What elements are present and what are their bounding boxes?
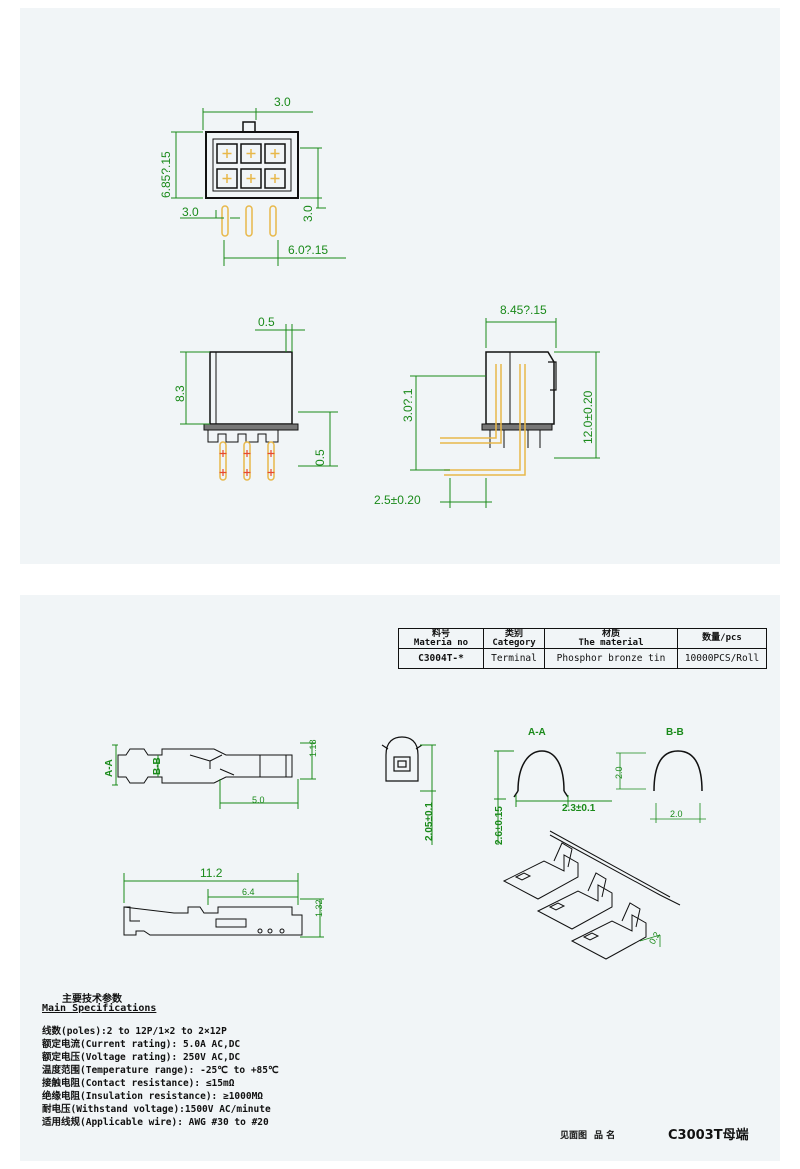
terminal-drawing-panel: A-A B-B 1.18 5.0 2.05±0.1 A-A 2.6±0.15 2… [20,595,780,1161]
side-view [203,351,299,481]
cell-category: Terminal [483,648,545,669]
dim-1-32: 1.32 [314,899,324,917]
housing-drawing-panel: 3.0 6.85?.15 3.0 3.0 6.0?.15 0.5 [20,8,780,564]
dim-side-pin: 0.5 [313,449,327,466]
side-label-a: A-A [104,759,115,777]
dim-6-4: 6.4 [242,887,255,897]
section-bb-dims [616,752,706,823]
housing-drawing: 3.0 6.85?.15 3.0 3.0 6.0?.15 0.5 [159,95,600,508]
dim-right-height: 12.0±0.20 [581,390,595,444]
section-aa-label: A-A [528,727,546,738]
spec-line: 耐电压(Withstand voltage):1500V AC/minute [42,1104,271,1115]
specs-title-cn: 主要技术参数 [62,994,122,1005]
side-view-dimensions [180,324,338,467]
section-aa [513,750,569,798]
terminal-end-view [381,736,423,782]
section-bb [653,750,703,792]
dim-front-left-pitch: 3.0 [182,205,199,219]
dim-2-3: 2.3±0.1 [562,803,596,814]
dim-right-pitch: 2.5±0.20 [374,493,421,507]
dim-1-18: 1.18 [308,739,318,757]
dim-side-height: 8.3 [173,385,187,402]
dim-side-top: 0.5 [258,315,275,329]
footer-product: C3003T母端 [668,1128,749,1143]
cell-material-no: C3004T-* [398,648,484,669]
material-table-row: C3004T-* Terminal Phosphor bronze tin 10… [398,648,767,669]
dim-front-width: 3.0 [274,95,291,109]
footer-brand: 见面图 [560,1131,588,1141]
dim-front-bottom-span: 6.0?.15 [288,243,328,257]
header-quantity: 数量/pcs [677,628,767,649]
dim-front-right-pitch: 3.0 [301,205,315,222]
cell-quantity: 10000PCS/Roll [677,648,767,669]
spec-line: 绝缘电阻(Insulation resistance): ≥1000MΩ [42,1091,264,1102]
dim-2-0-b: 2.0 [670,809,683,819]
spec-line: 接触电阻(Contact resistance): ≤15mΩ [42,1078,235,1089]
dim-2-0-a: 2.0 [614,766,624,779]
dim-2-05: 2.05±0.1 [424,802,435,841]
terminal-flat-dims [123,873,324,938]
terminal-side-view [117,748,293,784]
right-view [440,351,557,476]
dim-front-height: 6.85?.15 [159,151,173,198]
spec-line: 额定电流(Current rating): 5.0A AC,DC [42,1039,241,1050]
specs-title-en: Main Specifications [42,1003,157,1014]
dim-11-2: 11.2 [200,866,223,880]
side-label-b: B-B [152,757,163,775]
cell-material: Phosphor bronze tin [544,648,678,669]
dim-right-width: 8.45?.15 [500,303,547,317]
terminal-drawing: A-A B-B 1.18 5.0 2.05±0.1 A-A 2.6±0.15 2… [104,727,706,960]
spec-line: 适用线规(Applicable wire): AWG #30 to #20 [42,1117,269,1128]
reel-dims [639,934,661,947]
section-aa-dims [494,750,612,845]
spec-line: 温度范围(Temperature range): -25℃ to +85℃ [42,1065,279,1076]
footer-name-label: 品 名 [594,1131,616,1141]
front-view [205,121,299,237]
right-view-dimensions [410,318,600,508]
dim-right-inner: 3.0?.1 [401,388,415,422]
dim-2-6: 2.6±0.15 [494,806,505,845]
terminal-reel-strip [502,830,681,960]
front-view-dimensions [171,108,346,266]
dim-5-0: 5.0 [252,795,265,805]
terminal-side-dims [112,742,316,809]
spec-line: 额定电压(Voltage rating): 250V AC,DC [42,1052,241,1063]
spec-line: 线数(poles):2 to 12P/1×2 to 2×12P [42,1026,227,1037]
terminal-end-dims [420,744,436,845]
section-bb-label: B-B [666,727,684,738]
terminal-flat-view [123,906,303,936]
